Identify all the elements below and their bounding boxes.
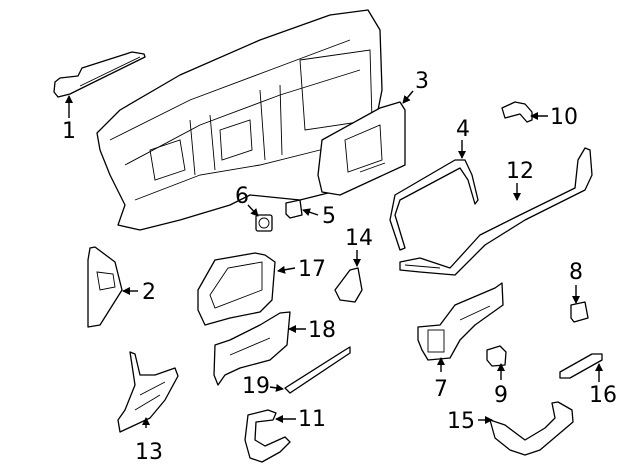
callout-16: 16 xyxy=(589,383,617,408)
callout-13: 13 xyxy=(135,440,163,465)
part-12-trim-strip[interactable] xyxy=(399,147,593,276)
part-9-bracket[interactable] xyxy=(486,345,507,367)
part-7-console-bracket[interactable] xyxy=(417,282,504,361)
callout-6: 6 xyxy=(235,184,249,209)
part-2-side-panel[interactable] xyxy=(87,246,123,328)
part-11-handle[interactable] xyxy=(244,409,291,463)
callout-labels: 1 2 3 4 5 6 7 8 9 10 11 12 13 14 15 16 1… xyxy=(62,69,617,465)
part-17-cluster-bezel[interactable] xyxy=(197,252,276,326)
callout-2: 2 xyxy=(142,280,156,305)
leader-3 xyxy=(402,90,414,104)
leader-lines xyxy=(65,90,603,428)
callout-19: 19 xyxy=(242,374,270,399)
part-19-strip[interactable] xyxy=(284,346,351,394)
part-8-block[interactable] xyxy=(570,301,589,323)
callout-17: 17 xyxy=(298,257,326,282)
callout-10: 10 xyxy=(550,105,578,130)
part-18-lower-panel[interactable] xyxy=(213,311,291,386)
leader-17 xyxy=(277,265,296,274)
callout-5: 5 xyxy=(322,204,336,229)
part-4-trim-bezel[interactable] xyxy=(389,159,479,251)
leader-19 xyxy=(269,383,284,392)
part-5-cover[interactable] xyxy=(285,199,303,219)
part-15-lower-bracket[interactable] xyxy=(489,401,574,456)
leader-6 xyxy=(247,204,259,217)
callout-15: 15 xyxy=(447,409,475,434)
callout-18: 18 xyxy=(308,318,336,343)
part-14-bracket[interactable] xyxy=(334,267,363,303)
callout-1: 1 xyxy=(62,119,76,144)
leader-5 xyxy=(302,208,319,217)
callout-8: 8 xyxy=(569,260,583,285)
part-10-cap[interactable] xyxy=(501,101,533,123)
callout-14: 14 xyxy=(345,226,373,251)
callout-7: 7 xyxy=(434,377,448,402)
callout-12: 12 xyxy=(506,159,534,184)
part-3-display-unit[interactable] xyxy=(317,101,406,196)
callout-3: 3 xyxy=(415,69,429,94)
callout-4: 4 xyxy=(456,117,470,142)
part-6-round-trim[interactable] xyxy=(255,214,273,232)
callout-11: 11 xyxy=(298,407,326,432)
callout-9: 9 xyxy=(494,383,508,408)
part-1-bracket[interactable] xyxy=(53,51,146,98)
part-13-knee-panel[interactable] xyxy=(117,351,179,433)
part-16-tray[interactable] xyxy=(559,353,603,379)
